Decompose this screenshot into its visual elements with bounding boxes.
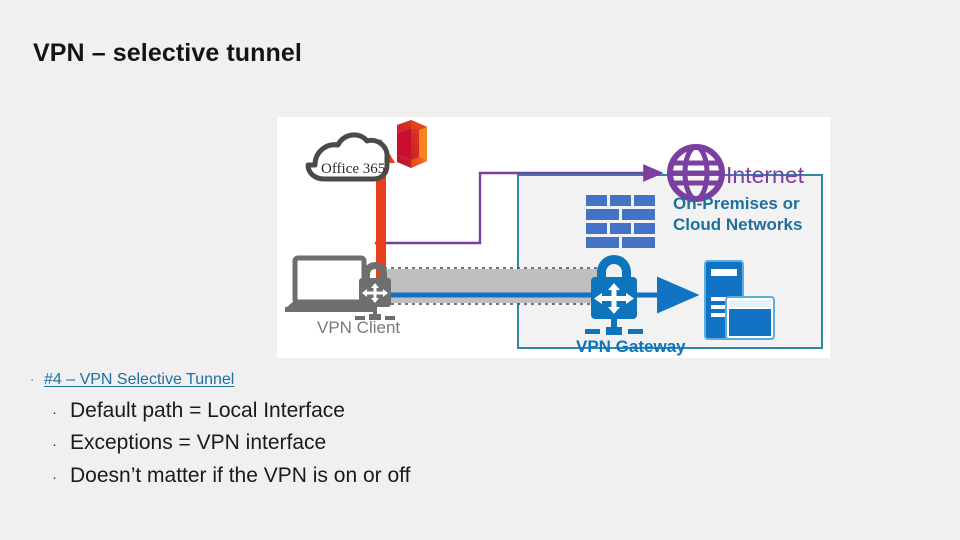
list-item-label: Doesn’t matter if the VPN is on or off [70, 463, 411, 487]
list-item-label: Exceptions = VPN interface [70, 431, 327, 455]
globe-internet-icon [667, 144, 725, 202]
vpn-client-lock-icon [355, 262, 395, 320]
vpn-topology-diagram: Office 365 Internet VPN Client [277, 117, 830, 358]
bullet-level1: · #4 – VPN Selective Tunnel [30, 371, 670, 389]
onprem-label-line2: Cloud Networks [673, 215, 802, 234]
server-and-monitor-icon [704, 260, 775, 340]
vpn-tunnel-band [377, 267, 599, 305]
list-item-label: Default path = Local Interface [70, 399, 345, 422]
onprem-label-line1: On-Premises or [673, 194, 800, 213]
bullet-marker: · [52, 404, 57, 421]
bullet-marker: · [30, 372, 35, 387]
internet-label: Internet [726, 162, 805, 188]
sub-bullet-list: · Default path = Local Interface · Excep… [52, 397, 670, 490]
vpn-gateway-label: VPN Gateway [576, 337, 686, 356]
list-item: · Doesn’t matter if the VPN is on or off [52, 462, 670, 490]
internet-path-line [375, 164, 664, 245]
office-365-logo-icon [397, 120, 427, 168]
laptop-icon [285, 255, 374, 312]
vpn-gateway-lock-icon [585, 255, 643, 335]
list-item: · Default path = Local Interface [52, 397, 670, 425]
bullet-marker: · [52, 468, 57, 486]
vpn-client-label: VPN Client [317, 318, 400, 337]
bullet-list: · #4 – VPN Selective Tunnel · Default pa… [30, 371, 670, 494]
cloud-icon [305, 132, 390, 182]
vpn-selective-tunnel-link[interactable]: #4 – VPN Selective Tunnel [44, 371, 235, 388]
firewall-brick-wall-icon [586, 195, 655, 248]
page-title: VPN – selective tunnel [33, 39, 302, 67]
office365-label: Office 365 [321, 161, 385, 177]
list-item: · Exceptions = VPN interface [52, 429, 670, 457]
bullet-marker: · [52, 436, 57, 454]
